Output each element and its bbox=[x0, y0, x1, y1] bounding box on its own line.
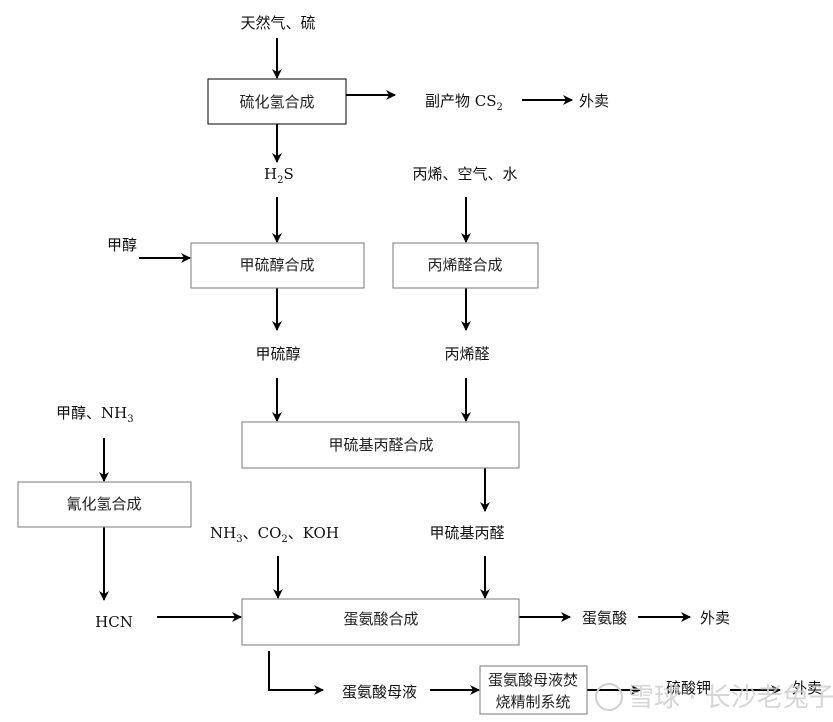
sell-methionine: 外卖 bbox=[700, 609, 730, 627]
acrolein-label: 丙烯醛 bbox=[444, 345, 489, 363]
box-label: 丙烯醛合成 bbox=[427, 256, 502, 274]
input-natural-gas-sulfur: 天然气、硫 bbox=[240, 14, 315, 32]
box-label: 甲硫醇合成 bbox=[239, 256, 314, 274]
edges bbox=[99, 38, 781, 695]
input-methanol: 甲醇 bbox=[107, 236, 137, 254]
input-nh3-co2-koh: NH3、CO2、KOH bbox=[210, 524, 339, 545]
box-label: 氰化氢合成 bbox=[66, 495, 141, 513]
h2s-label: H2S bbox=[264, 165, 294, 186]
watermark-logo-icon bbox=[595, 683, 623, 711]
input-methanol-nh3: 甲醇、NH3 bbox=[56, 404, 134, 425]
box-hcn-synthesis: 氰化氢合成 bbox=[17, 481, 192, 528]
watermark: 雪球 · 长沙老兔子 bbox=[595, 683, 833, 713]
hcn-label: HCN bbox=[95, 613, 133, 631]
box-mmp-synthesis: 甲硫基丙醛合成 bbox=[241, 421, 520, 469]
byproduct-cs2: 副产物 CS2 bbox=[425, 92, 503, 113]
arrow-box-met-to-mother-liquor bbox=[268, 651, 324, 695]
watermark-text: 雪球 · 长沙老兔子 bbox=[628, 683, 833, 713]
methionine-label: 蛋氨酸 bbox=[582, 609, 627, 627]
mother-liquor-label: 蛋氨酸母液 bbox=[342, 683, 417, 701]
potassium-sulfate-label: 硫酸钾 bbox=[666, 679, 711, 697]
box-acrolein-synthesis: 丙烯醛合成 bbox=[392, 242, 539, 289]
box-methionine-synthesis: 蛋氨酸合成 bbox=[241, 598, 520, 646]
box-label-line2: 烧精制系统 bbox=[495, 693, 570, 711]
sell-potassium-sulfate: 外卖 bbox=[792, 679, 822, 697]
box-methyl-mercaptan-synthesis: 甲硫醇合成 bbox=[190, 242, 365, 289]
input-propene-air-water: 丙烯、空气、水 bbox=[412, 165, 517, 183]
box-hydrogen-sulfide-synthesis: 硫化氢合成 bbox=[207, 78, 347, 125]
mmp-label: 甲硫基丙醛 bbox=[429, 524, 504, 542]
box-label-line1: 蛋氨酸母液焚 bbox=[488, 671, 578, 689]
box-label: 蛋氨酸合成 bbox=[343, 610, 418, 628]
sell-cs2: 外卖 bbox=[579, 92, 609, 110]
box-incineration-refining-system: 蛋氨酸母液焚 烧精制系统 bbox=[479, 665, 588, 715]
box-label: 甲硫基丙醛合成 bbox=[328, 436, 433, 454]
box-label: 硫化氢合成 bbox=[239, 93, 314, 111]
methyl-mercaptan-label: 甲硫醇 bbox=[255, 345, 300, 363]
